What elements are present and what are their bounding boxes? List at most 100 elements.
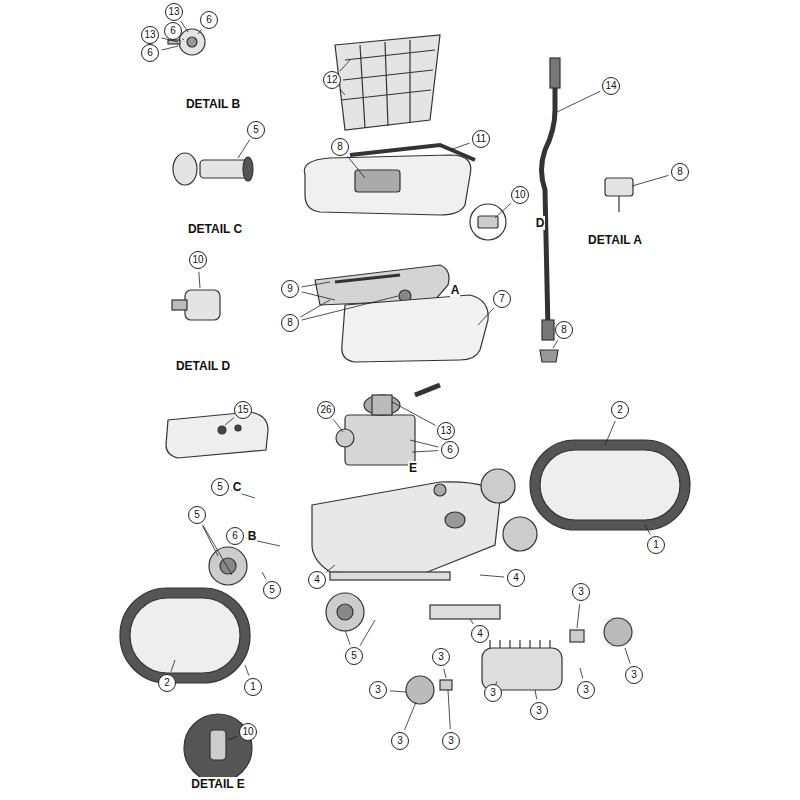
callout-number: 13 [437,422,455,440]
callout-number: 12 [323,71,341,89]
detail-label: C [232,480,243,494]
detail-label: DETAIL D [175,359,231,373]
detail-label: DETAIL E [190,777,246,791]
callout-number: 3 [625,666,643,684]
callout-number: 13 [165,3,183,21]
wheel [209,547,247,585]
leader-line [495,203,511,218]
leader-line [360,620,375,646]
callout-number: 6 [200,11,218,29]
detail-label: A [450,283,461,297]
callout-number: 4 [471,625,489,643]
detail-label: B [247,529,258,543]
callout-number: 3 [577,681,595,699]
leader-line [480,575,504,577]
wheel [503,517,537,551]
callout-number: 7 [493,290,511,308]
callout-number: 5 [345,647,363,665]
lid [304,155,471,215]
callout-number: 3 [530,702,548,720]
side-plate [604,618,632,646]
track [530,440,690,530]
callout-number: 8 [281,314,299,332]
callout-number: 1 [244,678,262,696]
callout-number: 11 [472,130,490,148]
cord [542,60,556,330]
leader-line [199,272,200,288]
leader-line [392,402,435,425]
callout-number: 13 [141,26,159,44]
callout-number: 3 [442,732,460,750]
leader-line [340,60,350,71]
leader-line [625,648,630,664]
leader-line [410,440,438,447]
leader-line [345,630,350,645]
callout-number: 10 [189,251,207,269]
leader-line [470,619,473,624]
callout-number: 4 [507,569,525,587]
leader-line [162,46,178,50]
chassis [312,482,500,575]
leader-line [444,669,446,678]
leader-line [198,29,202,34]
callout-number: 3 [432,648,450,666]
callout-number: 6 [141,44,159,62]
leader-line [182,39,184,40]
callout-number: 6 [441,441,459,459]
part-10 [185,290,220,320]
housing [342,295,488,362]
gear [179,29,205,55]
motor [345,415,415,465]
leader-line [302,296,398,320]
leader-line [553,340,558,348]
leader-line [348,156,365,178]
callout-number: 15 [234,401,252,419]
callout-number: 9 [281,280,299,298]
wheel [326,593,364,631]
leader-line [645,525,650,534]
leader-line [448,690,450,729]
callout-number: 8 [671,163,689,181]
leader-line [577,604,580,628]
power-supply [166,412,268,458]
side-plate [406,676,434,704]
leader-line [262,572,266,580]
detail-label: DETAIL C [187,222,243,236]
callout-number: 4 [308,571,326,589]
callout-number: 2 [611,401,629,419]
basket [335,35,440,130]
detail-label: D [535,216,546,230]
callout-number: 14 [602,77,620,95]
callout-number: 10 [511,186,529,204]
callout-number: 8 [331,138,349,156]
leader-line [333,419,343,432]
leader-line [390,691,406,692]
callout-number: 5 [211,478,229,496]
callout-number: 3 [572,583,590,601]
leader-line [171,660,175,672]
leader-line [245,665,249,676]
leader-line [202,526,218,556]
leader-line [478,308,494,325]
leader-line [238,140,250,158]
leader-line [405,702,416,730]
leader-line [450,143,470,150]
leader-line [228,736,237,740]
leader-line [580,668,583,678]
wheel [481,469,515,503]
callout-number: 5 [188,506,206,524]
leader-line [605,421,615,445]
leader-line [557,91,600,112]
callout-number: 2 [158,674,176,692]
part-8 [605,178,633,196]
detail-label: DETAIL B [185,97,241,111]
detail-label: DETAIL A [587,233,643,247]
leader-line [225,418,234,425]
callout-number: 3 [484,684,502,702]
track [120,588,250,683]
leader-line [326,565,335,572]
callout-number: 6 [164,22,182,40]
leader-line [302,292,335,300]
callout-number: 6 [226,527,244,545]
leader-line [632,175,668,186]
